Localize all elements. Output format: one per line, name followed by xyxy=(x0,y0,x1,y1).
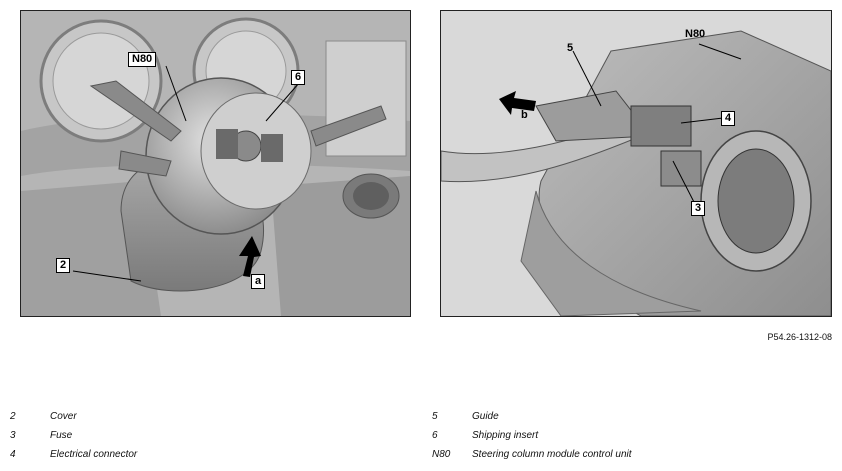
connector-detail-illustration xyxy=(441,11,831,316)
callout-5: 5 xyxy=(567,42,574,54)
callout-a: a xyxy=(251,274,266,289)
legend-label: Guide xyxy=(472,411,499,422)
figure-left-steering-column: N80 6 2 a xyxy=(20,10,411,317)
legend-number: 3 xyxy=(10,430,16,441)
legend-number: 5 xyxy=(432,411,438,422)
legend-label: Shipping insert xyxy=(472,430,539,441)
legend-label: Cover xyxy=(50,411,77,422)
callout-6: 6 xyxy=(291,70,306,85)
legend-number: N80 xyxy=(432,449,451,460)
legend-label: Steering column module control unit xyxy=(472,449,632,460)
figure-right-connector-detail: N80 5 4 3 b xyxy=(440,10,832,317)
legend-label: Fuse xyxy=(50,430,73,441)
callout-n80-left: N80 xyxy=(128,52,157,67)
callout-2: 2 xyxy=(56,258,71,273)
legend-number: 2 xyxy=(10,411,16,422)
legend-label: Electrical connector xyxy=(50,449,138,460)
figure-reference-code: P54.26-1312-08 xyxy=(767,332,832,342)
callout-4: 4 xyxy=(721,111,736,126)
steering-column-illustration xyxy=(21,11,410,316)
callout-n80-right: N80 xyxy=(685,28,706,40)
legend-number: 4 xyxy=(10,449,16,460)
legend-number: 6 xyxy=(432,430,438,441)
callout-3: 3 xyxy=(691,201,706,216)
callout-b: b xyxy=(521,109,528,121)
